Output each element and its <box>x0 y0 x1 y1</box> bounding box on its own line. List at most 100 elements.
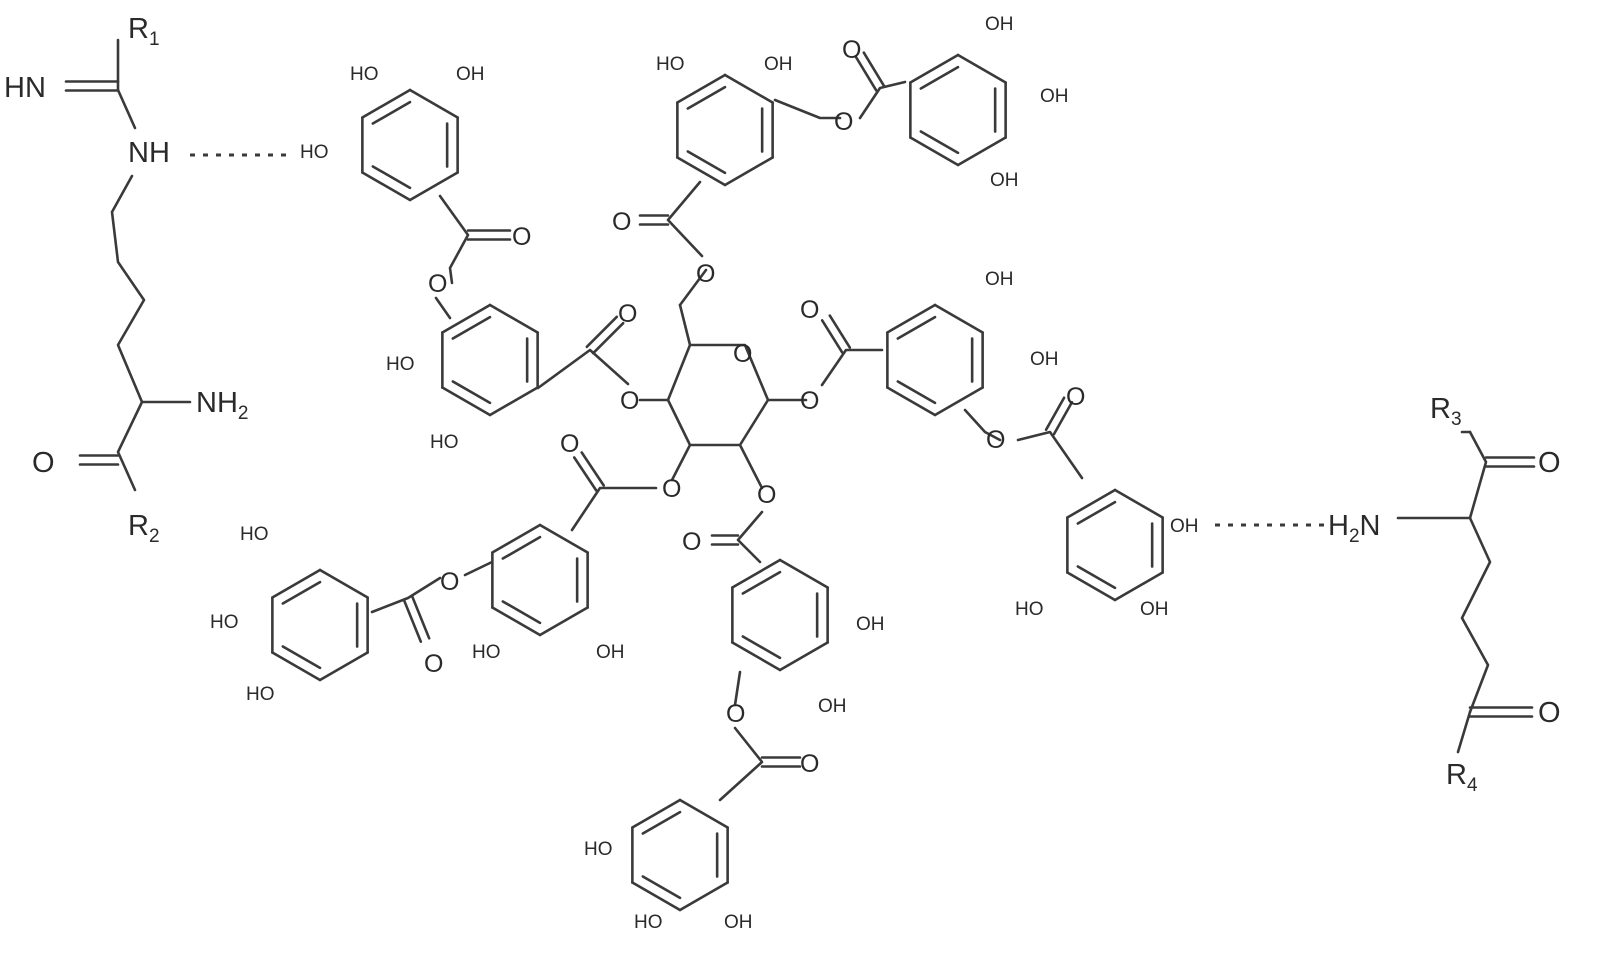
galloyl-ring-upper-left-edge <box>408 171 459 202</box>
ester-lower-left <box>570 486 658 532</box>
ring-o-label: O <box>733 340 752 368</box>
side-chain <box>110 174 146 492</box>
galloyl-ring-left-edge <box>441 386 492 417</box>
galloyl-ring-left-edge <box>488 386 539 417</box>
ester-o-label: O <box>440 568 459 596</box>
galloyl-ring-top-edge <box>723 156 774 187</box>
r1-label: R1 <box>128 13 160 50</box>
hydroxyl-label: OH <box>1030 349 1059 370</box>
carbonyl-o-label: O <box>612 208 631 236</box>
galloyl-ring-right-inner <box>896 380 937 405</box>
carbonyl-o-label: O <box>800 750 819 778</box>
galloyl-ring-upper-left-edge <box>361 88 412 119</box>
galloyl-ring-top-right-inner <box>919 65 960 90</box>
galloyl-ring-far-right-inner <box>1076 565 1117 590</box>
galloyl-ring-lower-left-edge <box>538 523 589 554</box>
n-atom: N <box>1360 510 1381 542</box>
galloyl-ring-right-inner <box>896 315 937 340</box>
carbonyl-top-right <box>854 56 878 92</box>
hydroxyl-label: HO <box>300 142 329 163</box>
galloyl-ring-far-right-edge <box>1066 488 1117 519</box>
ester-far-right <box>1016 430 1084 480</box>
hydrogen-bonds <box>190 153 1330 527</box>
hydroxyl-label: OH <box>990 170 1019 191</box>
galloyl-ring-top-edge <box>676 73 727 104</box>
galloyl-ring-right-edge <box>886 303 937 334</box>
galloyl-ring-far-left-edge <box>318 651 369 682</box>
carbonyl-o-label: O <box>1538 697 1561 729</box>
galloyl-ring-bottom-most-edge <box>678 798 729 829</box>
galloyl-ring-top-edge <box>723 73 774 104</box>
carbonyl-left <box>591 321 625 355</box>
carbonyl-right <box>820 319 844 354</box>
carbonyl-far-left <box>402 598 423 643</box>
galloyl-ring-bottom-most-edge <box>631 881 682 912</box>
hydroxyl-label: HO <box>210 612 239 633</box>
ester-bottom <box>736 510 764 564</box>
galloyl-ring-top-edge <box>676 156 727 187</box>
c2-o-bond <box>738 443 764 490</box>
carbonyl-o-label: O <box>682 528 701 556</box>
galloyl-ring-far-left-edge <box>318 568 369 599</box>
hydroxyl-label: OH <box>596 642 625 663</box>
r4-label: R4 <box>1446 759 1478 796</box>
ester-o-label: O <box>696 260 715 288</box>
ester-bottom-link <box>733 670 742 707</box>
hydroxyl-label: OH <box>764 54 793 75</box>
bond-lines <box>64 38 1536 912</box>
carbonyl-far-right <box>1052 400 1074 436</box>
ester-o-label: O <box>800 387 819 415</box>
subscript: 4 <box>1467 775 1478 796</box>
galloyl-ring-upper-left-edge <box>408 88 459 119</box>
subscript: 1 <box>149 29 160 50</box>
galloyl-ring-bottom-inner <box>741 570 782 595</box>
ester-top <box>666 180 704 258</box>
subscript: 2 <box>1349 526 1360 547</box>
carbonyl-far-right <box>1044 396 1066 432</box>
galloyl-ring-lower-left-edge <box>538 606 589 637</box>
hydroxyl-label: OH <box>856 614 885 635</box>
carbonyl-o-label: O <box>618 300 637 328</box>
ester-bottom-most <box>718 726 764 802</box>
ester-o-label: O <box>620 387 639 415</box>
ester-right <box>820 348 884 387</box>
ester-top-link <box>773 98 842 120</box>
galloyl-ring-right-edge <box>933 303 984 334</box>
hydroxyl-label: HO <box>246 684 275 705</box>
galloyl-ring-lower-left-edge <box>491 523 542 554</box>
ester-lower-left-link <box>463 560 494 577</box>
carbonyl-top-right <box>862 51 886 87</box>
hydroxyl-label: OH <box>1170 516 1199 537</box>
galloyl-ring-top-right-edge <box>909 53 960 84</box>
galloyl-ring-far-left-inner <box>281 580 322 605</box>
galloyl-ring-far-right-edge <box>1066 571 1117 602</box>
hydroxyl-label: HO <box>350 64 379 85</box>
carbonyl-lower-left <box>572 456 598 492</box>
galloyl-ring-top-right-inner <box>919 130 960 155</box>
subscript: 3 <box>1451 409 1462 430</box>
ester-left <box>536 348 630 390</box>
carbonyl-lower-left <box>580 451 606 487</box>
carbonyl-o-label: O <box>800 296 819 324</box>
galloyl-ring-bottom-most-edge <box>678 881 729 912</box>
galloyl-ring-upper-left-inner <box>371 165 412 190</box>
galloyl-ring-lower-left-inner <box>501 600 542 625</box>
hydroxyl-label: OH <box>818 696 847 717</box>
c3-o-bond <box>670 443 692 482</box>
hydroxyl-label: HO <box>240 524 269 545</box>
carbonyl-o-label: O <box>560 430 579 458</box>
nh2-label: NH2 <box>196 387 248 424</box>
hydroxyl-label: OH <box>1140 599 1169 620</box>
ester-o-label: O <box>757 481 776 509</box>
galloyl-ring-bottom-edge <box>778 558 829 589</box>
carbonyl-o-label: O <box>842 36 861 64</box>
ester-o-label: O <box>428 270 447 298</box>
right-chain <box>1460 430 1492 714</box>
glucose-ring <box>666 343 770 447</box>
hydroxyl-label: OH <box>985 269 1014 290</box>
carbonyl-far-left <box>410 595 431 640</box>
h2n-label: H2N <box>1328 510 1380 547</box>
ester-far-left <box>370 576 442 614</box>
r2-label: R2 <box>128 510 160 547</box>
